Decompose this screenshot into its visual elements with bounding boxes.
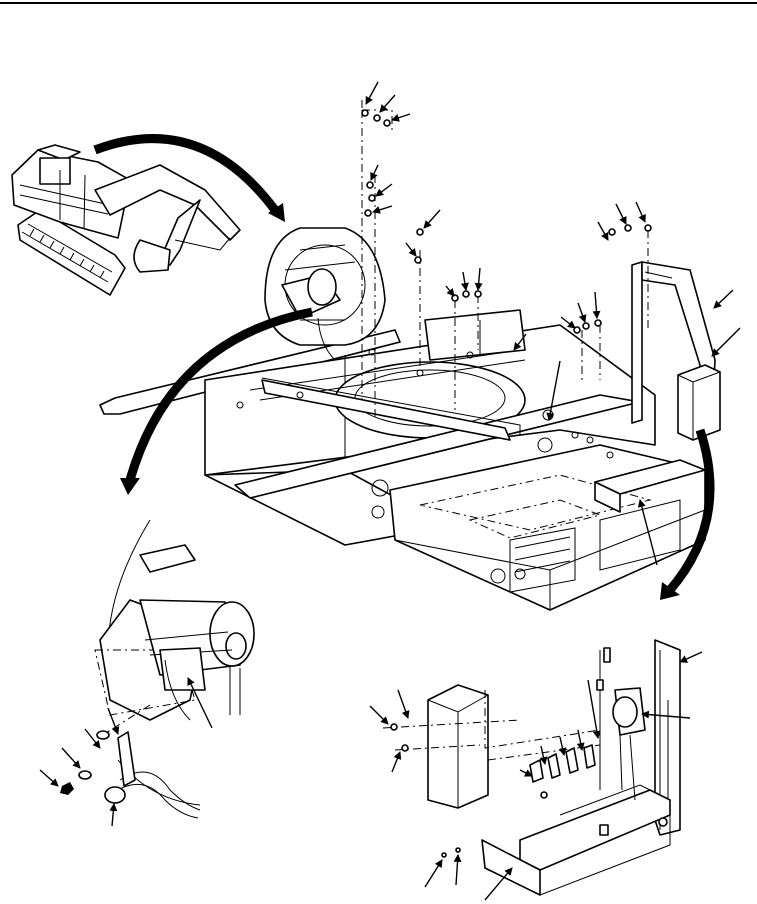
callout-arrow (519, 769, 533, 777)
callout-arrow (372, 205, 393, 214)
callout-arrow (560, 316, 576, 329)
callout-arrow (474, 267, 483, 291)
header-rule (0, 2, 757, 4)
callout-arrow (39, 769, 59, 787)
callout-arrow (711, 327, 741, 357)
starter-motor-detail (60, 519, 255, 819)
exploded-hardware (361, 100, 652, 420)
callout-arrow (107, 707, 120, 735)
callout-arrow (587, 679, 601, 739)
callout-arrow (423, 209, 441, 229)
callout-arrow (453, 854, 462, 886)
relay-box-detail (382, 639, 681, 896)
callout-arrow (405, 242, 417, 257)
callout-arrow (391, 751, 402, 773)
callout-arrow (370, 164, 379, 181)
callout-arrow (369, 705, 389, 725)
callout-arrow (109, 803, 118, 827)
callout-arrow (61, 747, 81, 769)
callout-arrow (84, 728, 101, 749)
callout-arrow (379, 94, 396, 113)
callout-arrow (397, 689, 410, 719)
callout-arrow (460, 271, 469, 291)
callout-arrow (558, 736, 567, 756)
excavator-locator-view (11, 144, 241, 296)
callout-arrow (641, 710, 691, 719)
callout-arrow (577, 302, 587, 323)
callout-arrow (539, 745, 548, 765)
callout-arrow (445, 285, 455, 297)
callout-arrow (597, 221, 609, 241)
callout-arrow (391, 113, 411, 122)
callout-arrow (615, 203, 627, 225)
callout-arrow (637, 499, 658, 566)
callout-arrows (39, 81, 741, 901)
callout-arrow (365, 81, 379, 105)
callout-arrow (592, 291, 601, 319)
callout-arrow (187, 677, 213, 729)
callout-arrow (424, 859, 443, 888)
callout-arrow (635, 201, 646, 223)
callout-arrow (484, 867, 513, 901)
callout-arrow (713, 289, 734, 309)
callout-arrow (576, 729, 585, 751)
callout-arrow (679, 651, 703, 663)
callout-arrow (375, 183, 393, 197)
chassis-frame (99, 261, 721, 611)
callout-arrow (546, 360, 561, 421)
callout-arrow (513, 333, 527, 351)
